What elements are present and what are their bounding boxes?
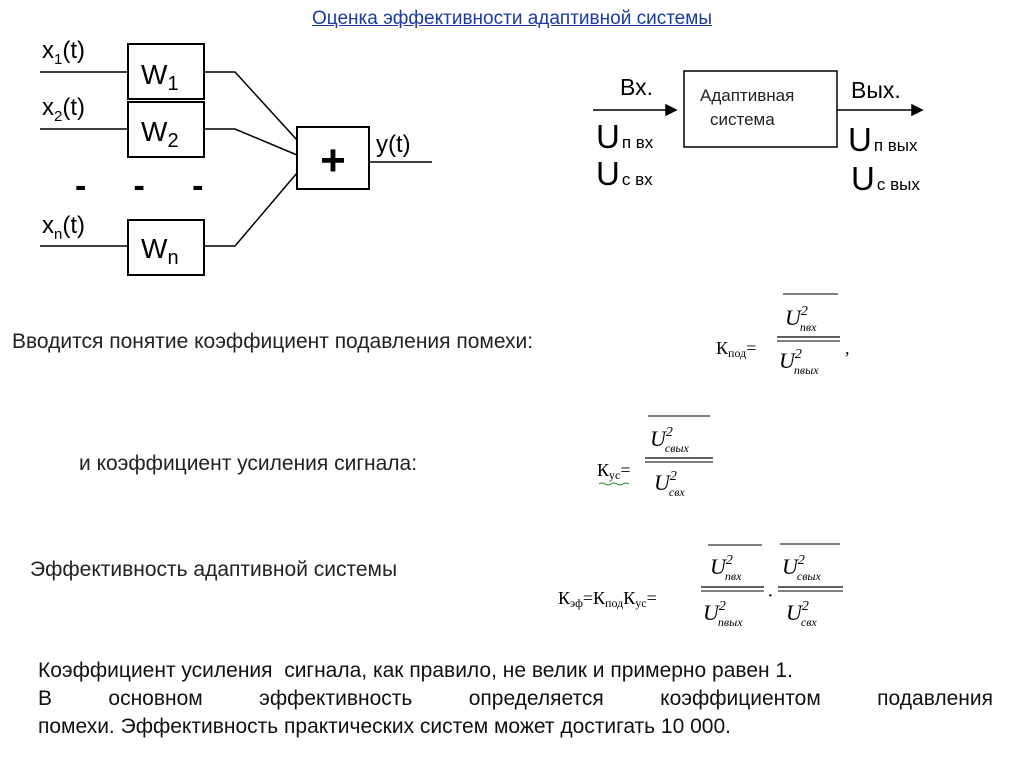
block-output-label: Вых. bbox=[851, 77, 901, 103]
box-label-line1: Адаптивная bbox=[700, 86, 794, 105]
block-input-arrow bbox=[665, 103, 678, 117]
k-eff-dot: · bbox=[767, 585, 774, 607]
input-label-n: xn(t) bbox=[42, 212, 85, 243]
suppression-intro-text: Вводится понятие коэффициент подавления … bbox=[12, 330, 534, 353]
block-output-arrow bbox=[911, 103, 924, 117]
conclusion-line-2: В основном эффективность определяется ко… bbox=[38, 687, 993, 710]
output-label: y(t) bbox=[376, 131, 411, 158]
weight-label-2: W2 bbox=[141, 116, 179, 152]
conclusion-line-1: Коэффициент усиления сигнала, как правил… bbox=[38, 659, 793, 682]
sum-symbol: + bbox=[320, 136, 346, 185]
input-label-2: x2(t) bbox=[42, 94, 85, 125]
box-label-line2: система bbox=[710, 110, 775, 129]
combiner-labels: x1(t) x2(t) xn(t) W1 W2 Wn - - - + y(t) bbox=[42, 37, 411, 269]
weight-out-line-2 bbox=[204, 128, 298, 156]
weight-out-line-n bbox=[204, 172, 298, 247]
conclusion-paragraph: Коэффициент усиления сигнала, как правил… bbox=[38, 657, 993, 741]
conclusion-line-3: помехи. Эффективность практических систе… bbox=[38, 715, 731, 738]
weight-box-n bbox=[127, 219, 205, 276]
k-sup-comma: , bbox=[845, 338, 850, 358]
k-gain-spellcheck-mark bbox=[598, 482, 630, 486]
adaptive-block bbox=[593, 70, 924, 148]
summer-box bbox=[296, 126, 370, 190]
input-label-1: x1(t) bbox=[42, 37, 85, 68]
block-input-label: Вх. bbox=[620, 74, 653, 100]
weight-label-n: Wn bbox=[141, 233, 179, 269]
k-eff-lhs: Кэф=КподКус= bbox=[558, 588, 657, 610]
k-sup-lhs: Кпод= bbox=[716, 338, 756, 360]
page-title: Оценка эффективности адаптивной системы bbox=[312, 8, 712, 29]
adaptive-box bbox=[683, 70, 838, 148]
ellipsis-dashes: - - - bbox=[75, 167, 203, 205]
gain-intro-text: и коэффициент усиления сигнала: bbox=[79, 452, 418, 475]
weight-label-1: W1 bbox=[141, 59, 179, 95]
efficiency-intro-text: Эффективность адаптивной системы bbox=[30, 558, 398, 581]
weight-out-line-1 bbox=[204, 71, 298, 141]
linear-combiner bbox=[40, 43, 432, 276]
k-gain-lhs: Кус= bbox=[597, 460, 631, 482]
